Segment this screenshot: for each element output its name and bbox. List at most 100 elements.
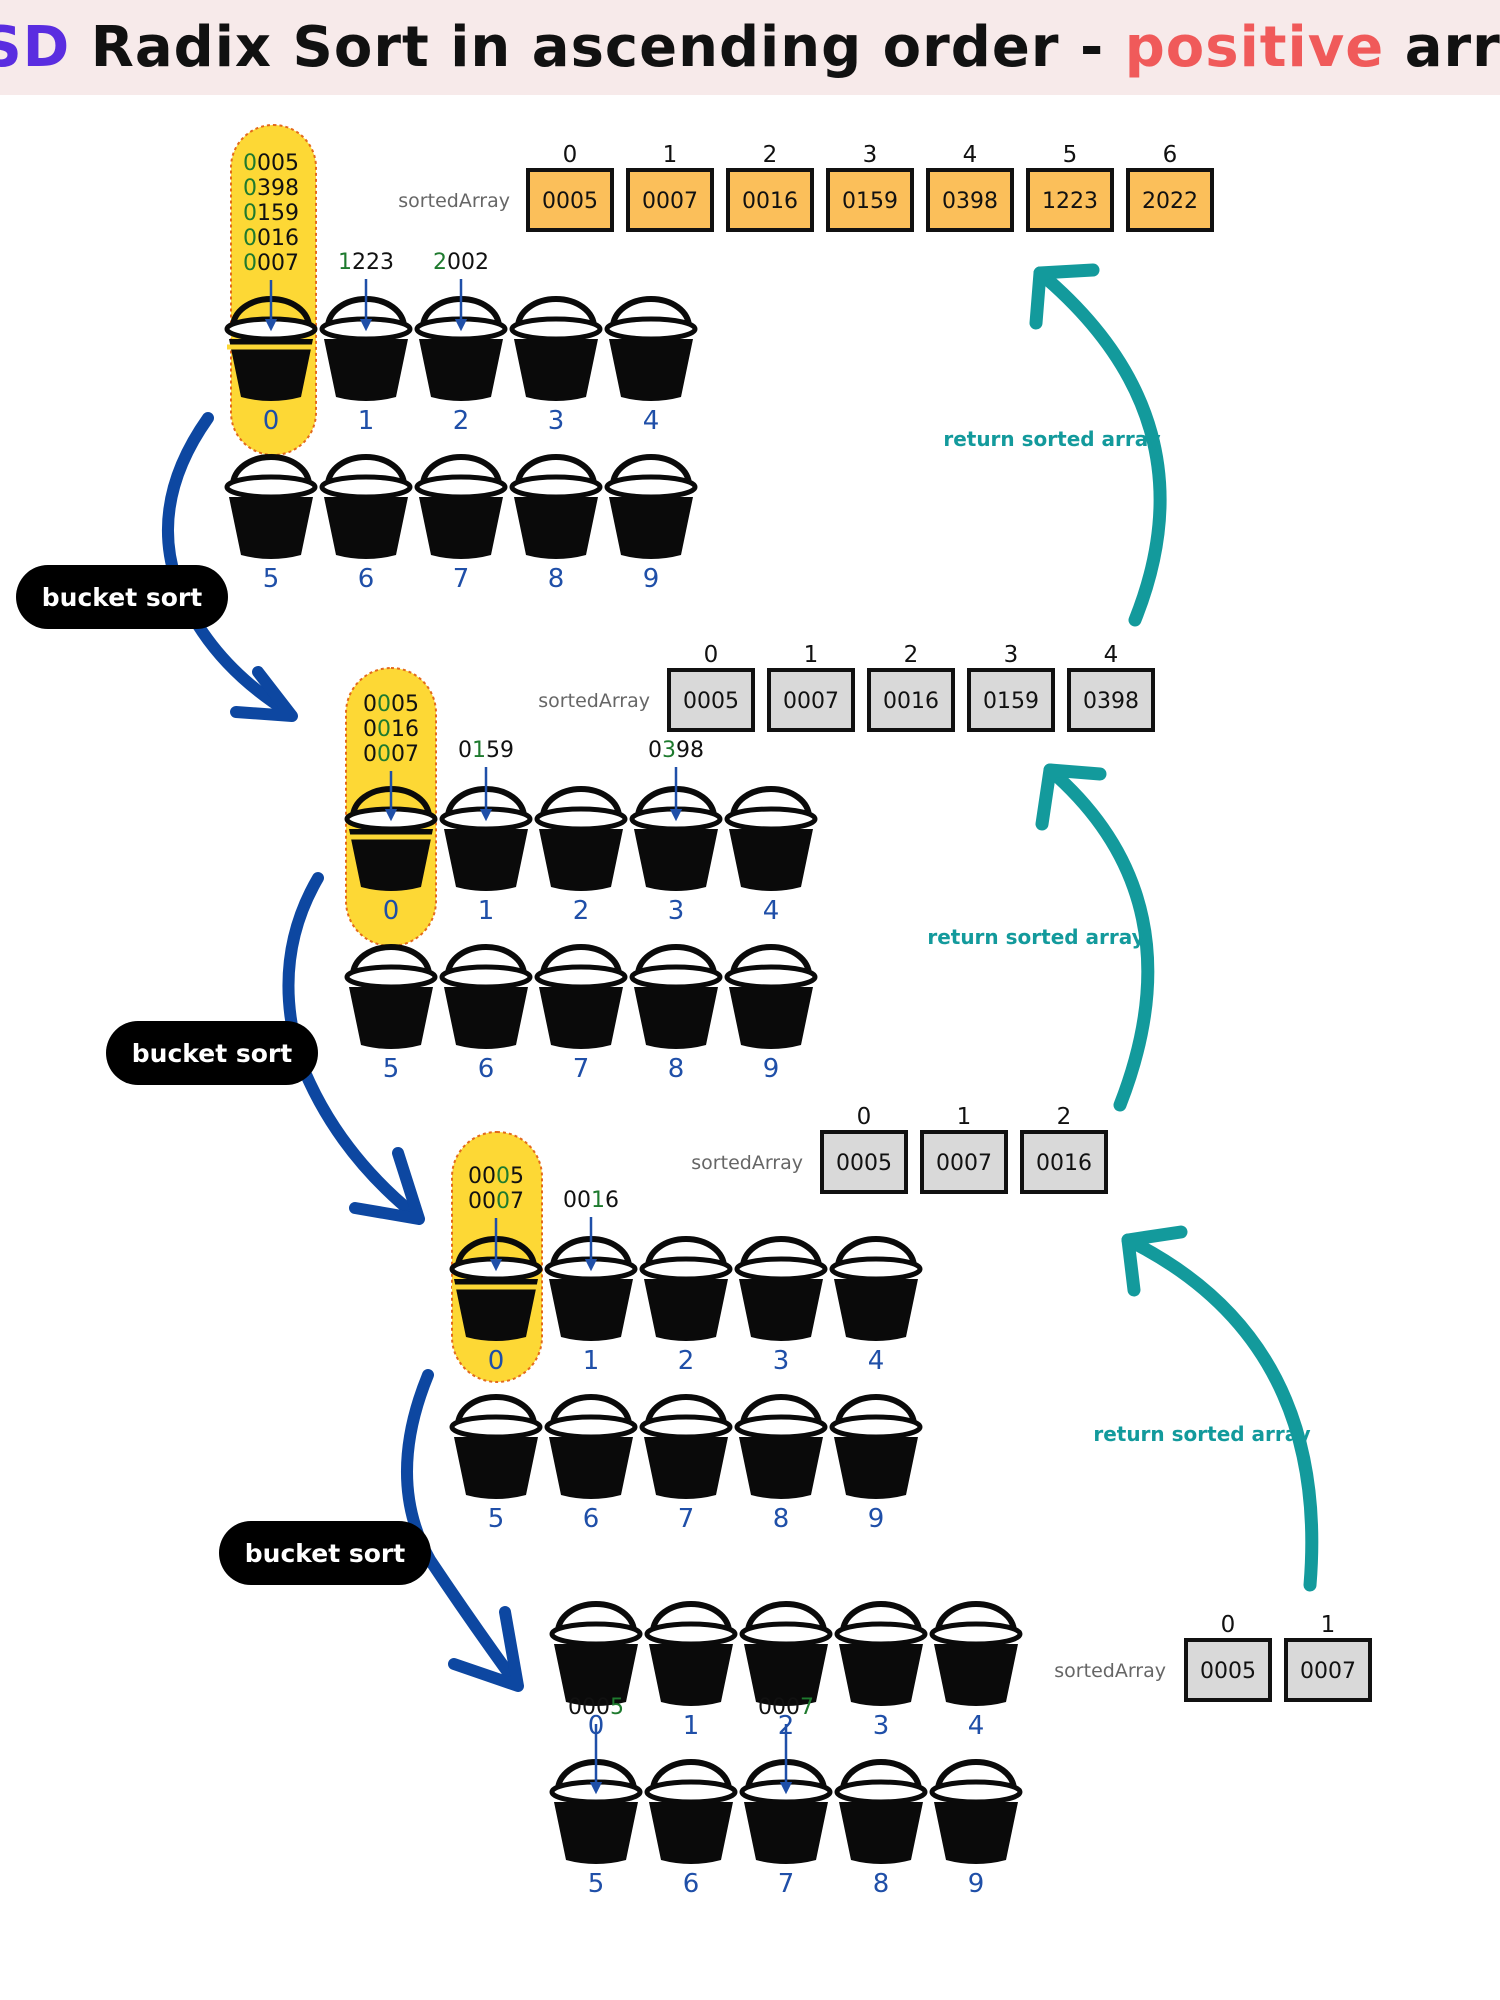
bucket-index: 9	[868, 1504, 885, 1534]
array-cell	[626, 168, 714, 232]
bucket-0	[549, 1601, 643, 1706]
bucket-index: 4	[763, 896, 780, 926]
array-cell	[920, 1130, 1008, 1194]
bucket-index: 3	[668, 896, 685, 926]
title-array: array	[1404, 15, 1500, 80]
bucket-index: 0	[383, 896, 400, 926]
bucket-4	[604, 296, 698, 401]
bucket-2	[534, 786, 628, 891]
stack-number: 0016	[363, 717, 419, 742]
array-value: 0398	[942, 189, 998, 214]
return-label-2: return sorted array	[927, 925, 1144, 949]
array-index: 1	[663, 142, 678, 168]
bucket-sort-label: bucket sort	[42, 583, 202, 612]
bucket-index: 3	[873, 1711, 890, 1741]
array-cell	[1026, 168, 1114, 232]
bucket-sort-pill-1: bucket sort	[16, 565, 228, 629]
array-index: 4	[963, 142, 978, 168]
array-value: 0159	[842, 189, 898, 214]
title-positive: positive	[1124, 15, 1385, 80]
bucket-sort-label: bucket sort	[132, 1039, 292, 1068]
bucket-index: 4	[643, 406, 660, 436]
bucket-index: 8	[873, 1869, 890, 1899]
bucket-6	[544, 1394, 638, 1499]
bucket-3	[629, 786, 723, 891]
bucket-8	[834, 1759, 928, 1864]
array-value: 1223	[1042, 189, 1098, 214]
bucket-index: 5	[488, 1504, 505, 1534]
bucket-index: 4	[868, 1346, 885, 1376]
bucket-index: 1	[683, 1711, 700, 1741]
bucket-sort-pill-3: bucket sort	[219, 1521, 431, 1585]
stack-number: 0005	[243, 151, 299, 176]
dropped-number: 2002	[433, 250, 489, 275]
stack-number: 0159	[243, 201, 299, 226]
bucket-index: 9	[763, 1054, 780, 1084]
dropped-number: 0005	[568, 1695, 624, 1720]
bucket-3	[734, 1236, 828, 1341]
bucket-0	[224, 296, 318, 401]
array-value: 0005	[1200, 1659, 1256, 1684]
bucket-9	[604, 454, 698, 559]
array-index: 2	[763, 142, 778, 168]
stack-number: 0005	[363, 692, 419, 717]
bucket-index: 8	[773, 1504, 790, 1534]
bucket-3	[834, 1601, 928, 1706]
array-value: 0007	[642, 189, 698, 214]
array-cell	[1067, 668, 1155, 732]
title-msd: MSD	[0, 15, 71, 80]
sorted-array-label: sortedArray	[398, 190, 510, 212]
sorted-array-label: sortedArray	[538, 690, 650, 712]
array-cell	[1284, 1638, 1372, 1702]
return-label-1: return sorted array	[943, 427, 1160, 451]
bucket-sort-label: bucket sort	[245, 1539, 405, 1568]
array-index: 2	[1057, 1104, 1072, 1130]
stack-number: 0007	[243, 251, 299, 276]
dropped-number: 0398	[648, 738, 704, 763]
array-cell	[820, 1130, 908, 1194]
bucket-index: 3	[773, 1346, 790, 1376]
bucket-sort-pill-2: bucket sort	[106, 1021, 318, 1085]
bucket-index: 6	[358, 564, 375, 594]
return-label-3: return sorted array	[1093, 1422, 1310, 1446]
bucket-index: 5	[588, 1869, 605, 1899]
array-cell	[826, 168, 914, 232]
array-cell	[1184, 1638, 1272, 1702]
bucket-8	[509, 454, 603, 559]
sorted-array-final: sortedArray00005100072001630159403985122…	[398, 142, 1214, 232]
page-title: MSD Radix Sort in ascending order - posi…	[0, 0, 1500, 95]
bucket-index: 9	[643, 564, 660, 594]
bucket-6	[439, 944, 533, 1049]
array-cell	[926, 168, 1014, 232]
bucket-8	[734, 1394, 828, 1499]
bucket-2	[739, 1601, 833, 1706]
bucket-index: 1	[478, 896, 495, 926]
bucket-index: 6	[478, 1054, 495, 1084]
bucket-index: 7	[778, 1869, 795, 1899]
array-index: 1	[1321, 1612, 1336, 1638]
bucket-9	[929, 1759, 1023, 1864]
bucket-3	[509, 296, 603, 401]
array-value: 0159	[983, 689, 1039, 714]
bucket-7	[414, 454, 508, 559]
array-value: 0005	[836, 1151, 892, 1176]
bucket-index: 1	[583, 1346, 600, 1376]
array-index: 6	[1163, 142, 1178, 168]
dropped-number: 1223	[338, 250, 394, 275]
array-index: 1	[804, 642, 819, 668]
bucket-index: 2	[573, 896, 590, 926]
bucket-index: 2	[453, 406, 470, 436]
array-index: 2	[904, 642, 919, 668]
bucket-4	[829, 1236, 923, 1341]
bucket-5	[224, 454, 318, 559]
array-cell	[767, 668, 855, 732]
return-arrow-2	[1035, 763, 1155, 1112]
bucket-index: 0	[263, 406, 280, 436]
title-main: Radix Sort in ascending order -	[70, 15, 1125, 80]
bucket-8	[629, 944, 723, 1049]
array-index: 0	[563, 142, 578, 168]
bucket-index: 9	[968, 1869, 985, 1899]
